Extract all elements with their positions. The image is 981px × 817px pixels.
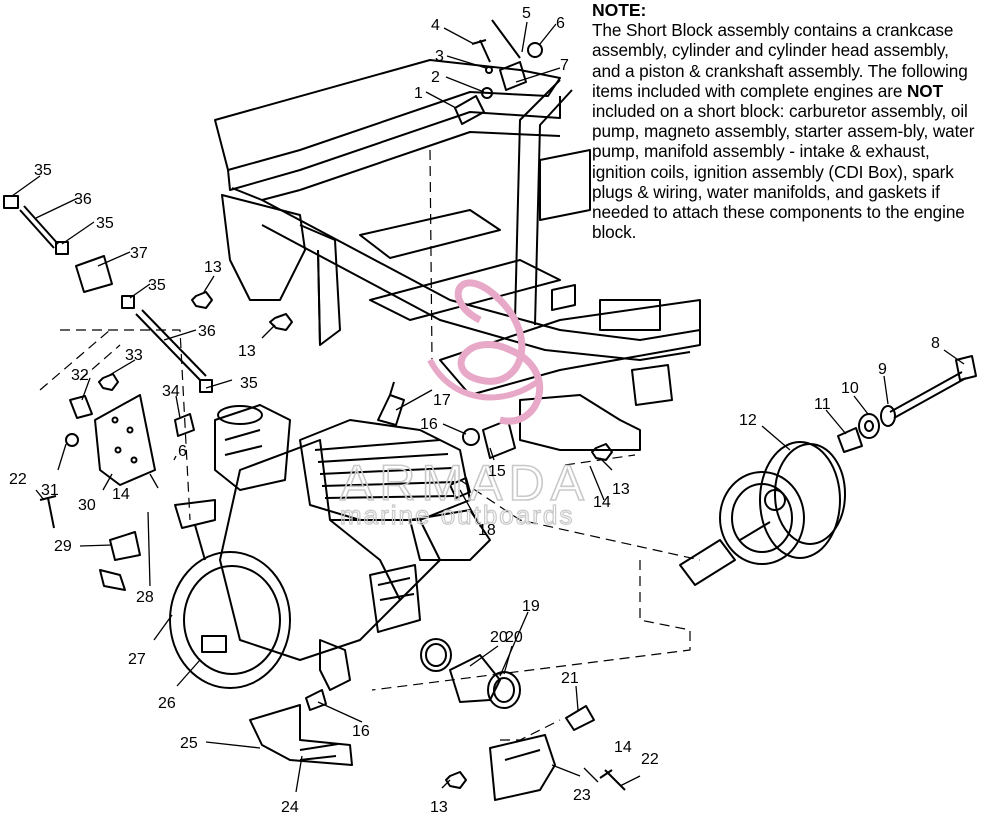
callout-35-d: 35 [240,375,258,392]
watermark-brand: ARMADA [340,455,590,511]
callout-16-b: 16 [352,723,370,740]
callout-25: 25 [180,735,198,752]
callout-34: 34 [162,383,180,400]
callout-19: 19 [522,598,540,615]
callout-4: 4 [431,17,440,34]
callout-29: 29 [54,538,72,555]
callout-labels: 1 2 3 4 5 6 7 8 9 10 11 12 13 13 13 13 1… [9,5,940,816]
callout-3: 3 [435,48,444,65]
callout-2: 2 [431,69,440,86]
callout-21: 21 [561,670,579,687]
callout-13-d: 13 [430,799,448,816]
callout-32: 32 [71,367,89,384]
callout-23: 23 [573,787,591,804]
callout-8: 8 [931,335,940,352]
callout-22-a: 22 [9,471,27,488]
callout-31: 31 [41,482,59,499]
callout-13-a: 13 [204,259,222,276]
callout-35-c: 35 [148,277,166,294]
callout-35-a: 35 [34,162,52,179]
callout-24: 24 [281,799,299,816]
callout-20-b: 20 [505,629,523,646]
callout-9: 9 [878,361,887,378]
callout-27: 27 [128,651,146,668]
callout-14-a: 14 [112,486,130,503]
note-body-end: included on a short block: carburetor as… [592,101,975,243]
callout-11: 11 [814,396,831,413]
callout-26: 26 [158,695,176,712]
callout-13-b: 13 [238,343,256,360]
callout-12: 12 [739,412,757,429]
callout-35-b: 35 [96,215,114,232]
callout-5: 5 [522,5,531,22]
note-body: The Short Block assembly contains a cran… [592,20,974,242]
callout-22-b: 22 [641,751,659,768]
note-body-emphasis: NOT [907,80,943,101]
watermark-curl [427,358,542,401]
watermark-logo: ARMADA marine outboards [339,279,590,531]
callout-36-a: 36 [74,191,92,208]
callout-16-a: 16 [420,416,438,433]
callout-6: 6 [556,15,565,32]
callout-15: 15 [488,463,506,480]
callout-36-b: 36 [198,323,216,340]
engine-drawing [169,404,491,691]
callout-30: 30 [78,497,96,514]
note-title: NOTE: [592,0,647,20]
callout-1: 1 [414,85,423,102]
callout-18: 18 [478,522,496,539]
callout-6-b: 6 [178,443,187,460]
callout-20-a: 20 [490,629,508,646]
callout-17: 17 [433,392,451,409]
callout-14-c: 14 [614,739,632,756]
callout-33: 33 [125,347,143,364]
callout-37: 37 [130,245,148,262]
short-block-note: NOTE: The Short Block assembly contains … [592,0,978,242]
callout-7: 7 [560,57,569,74]
leader-lines [11,21,965,793]
watermark-tagline: marine outboards [340,500,574,530]
callout-28: 28 [136,589,154,606]
callout-13-c: 13 [612,481,630,498]
callout-14-b: 14 [593,494,611,511]
callout-10: 10 [841,380,859,397]
note-body-start: The Short Block assembly contains a cran… [592,20,968,101]
